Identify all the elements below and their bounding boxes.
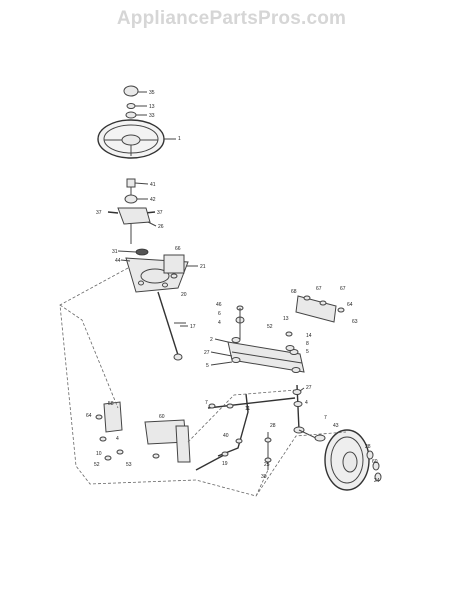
- callout-20: 20: [181, 292, 187, 298]
- callout-64: 64: [347, 302, 353, 308]
- callout-6: 6: [218, 311, 221, 317]
- callout-41: 41: [150, 182, 156, 188]
- callout-58: 58: [108, 401, 114, 407]
- callout-2: 2: [210, 337, 213, 343]
- front-wheel: [324, 429, 370, 491]
- callout-30: 30: [261, 474, 267, 480]
- callout-25: 25: [264, 462, 270, 468]
- steering-bracket: [117, 207, 151, 225]
- callout-68: 68: [291, 289, 297, 295]
- callout-13: 13: [149, 104, 155, 110]
- callout-37-left: 37: [96, 210, 102, 216]
- callout-27: 27: [204, 350, 210, 356]
- callout-21: 21: [200, 264, 206, 270]
- bushing: [126, 178, 136, 188]
- callout-4-c: 4: [116, 436, 119, 442]
- callout-40: 40: [223, 433, 229, 439]
- drag-link: [217, 393, 249, 457]
- callout-35: 35: [149, 90, 155, 96]
- steering-gear-assembly: [125, 248, 189, 293]
- callout-19: 19: [222, 461, 228, 467]
- callout-53: 53: [126, 462, 132, 468]
- callout-31: 31: [112, 249, 118, 255]
- assembly-boundary-dashed: [59, 267, 347, 497]
- callout-28: 28: [270, 423, 276, 429]
- callout-60: 60: [159, 414, 165, 420]
- lower-rod: [195, 454, 225, 471]
- callout-27-b: 27: [306, 385, 312, 391]
- callout-64-b: 64: [86, 413, 92, 419]
- callout-8: 8: [306, 341, 309, 347]
- callout-66: 66: [175, 246, 181, 252]
- callout-7: 7: [324, 415, 327, 421]
- callout-11: 11: [245, 406, 250, 412]
- washer: [125, 111, 137, 119]
- callout-67-a: 67: [316, 286, 322, 292]
- callout-33: 33: [149, 113, 155, 119]
- steering-bracket-left: [95, 401, 191, 463]
- callout-24: 24: [374, 478, 380, 484]
- adapter: [124, 194, 138, 204]
- callout-43: 43: [333, 423, 339, 429]
- callout-13-b: 13: [283, 316, 289, 322]
- callout-4-b: 4: [305, 400, 308, 406]
- axle-bracket-right: [285, 295, 345, 351]
- callout-5: 5: [206, 363, 209, 369]
- callout-44: 44: [115, 258, 121, 264]
- callout-17: 17: [190, 324, 196, 330]
- front-axle: [227, 337, 305, 373]
- callout-10: 10: [96, 451, 102, 457]
- callout-5-b: 5: [306, 349, 309, 355]
- callout-52: 52: [267, 324, 273, 330]
- callout-14: 14: [306, 333, 312, 339]
- callout-46: 46: [216, 302, 222, 308]
- callout-63: 63: [352, 319, 358, 325]
- callout-52-b: 52: [94, 462, 100, 468]
- callout-42: 42: [150, 197, 156, 203]
- knob-cap: [123, 85, 139, 97]
- callout-37-right: 37: [157, 210, 163, 216]
- spindle-right: [292, 384, 326, 442]
- steering-shaft: [157, 291, 179, 356]
- watermark: AppliancePartsPros.com: [116, 8, 347, 29]
- nut: [126, 103, 136, 109]
- callout-67-b: 67: [340, 286, 346, 292]
- callout-60-b: 60: [372, 459, 378, 465]
- tie-rod: [207, 397, 296, 409]
- callout-1: 1: [178, 136, 181, 142]
- callout-7-b: 7: [205, 400, 208, 406]
- callout-28-b: 28: [365, 444, 371, 450]
- callout-4: 4: [218, 320, 221, 326]
- callout-26: 26: [158, 224, 164, 230]
- steering-wheel: [97, 119, 165, 159]
